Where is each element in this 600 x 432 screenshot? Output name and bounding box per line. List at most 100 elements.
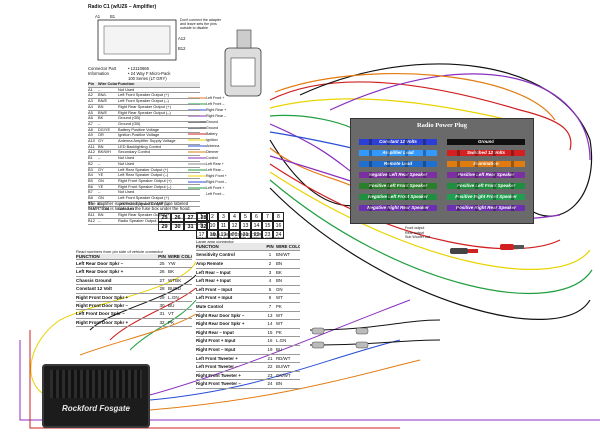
function-cell: LED Backlighting Control [118, 144, 162, 149]
wire-color-cell: LT GN [98, 207, 110, 212]
header-wire-color: WIRE COLOR [276, 244, 300, 249]
header-function: FUNCTION [76, 254, 100, 259]
plug-wire-strip: Positive Left Front Speaker [359, 183, 437, 189]
wire-dash [423, 172, 426, 178]
wire-dash [387, 161, 390, 167]
pin-cell: B1 [88, 156, 93, 161]
wire-color-cell: GN [98, 178, 104, 183]
pin-cell: 17 [196, 230, 207, 239]
plug-wire-strip: Positive Left Rear Speaker [447, 172, 525, 178]
wire-color-cell: -- [98, 190, 101, 195]
wire-color-cell: BN/L [98, 93, 107, 98]
adapter-label: Antenna [206, 144, 220, 148]
plug-wire-strip: Negative Right Rear Speaker [359, 205, 437, 211]
connector-info-value: • 24 Way F Micro-Pack [128, 71, 171, 76]
wire-dash [423, 205, 426, 211]
wire-dash [387, 194, 390, 200]
adapter-label: Right Front – [206, 180, 227, 184]
function-cell: Right Front Speaker Output (+) [118, 178, 172, 183]
function-cell: Antenna Amplifier Supply Voltage [118, 139, 176, 144]
wire-dash [493, 194, 496, 200]
function-cell: Right Rear Speaker Output (+) [118, 213, 171, 218]
radio-power-plug-title: Radio Power Plug [416, 122, 468, 129]
pin-cell: 25 [158, 213, 171, 222]
pin-cell: 13 [240, 221, 251, 230]
function-cell: Not Used [118, 207, 135, 212]
function-cell: Right Rear – Input [196, 329, 234, 335]
pin-cell: 5 [268, 286, 272, 292]
function-cell: Mute Control [196, 303, 224, 309]
wire-dash [511, 150, 514, 156]
wire-dash [387, 139, 390, 145]
wire-dash [423, 161, 426, 167]
pin-cell: 7 [268, 303, 272, 309]
pin-cell: 16 [273, 221, 284, 230]
function-cell: Right Front Tweeter – [196, 381, 241, 387]
pin-cell: 2 [207, 212, 218, 221]
wire-dash [457, 161, 460, 167]
plug-wire-label: Negative Left Rear Speaker [368, 172, 428, 177]
function-cell: Left Front – Input [196, 286, 233, 292]
plug-wire-label: Switched 12 Volts [466, 150, 506, 155]
function-cell: Ground (GB) [118, 116, 141, 121]
table-row: A7--Ground (GB) [88, 122, 200, 128]
pin-cell: A9 [88, 133, 93, 138]
adapter-label: Ground [206, 126, 218, 130]
wire-color-cell: YE [98, 173, 104, 178]
small-amp-pin-table: FUNCTION PIN WIRE COLOR Left Rear Door S… [76, 254, 192, 328]
wire-color-cell: WT [276, 312, 283, 318]
wire-color-cell: GY [98, 167, 104, 172]
table-row: B1--Not Used [88, 156, 200, 162]
pin-cell: A4 [88, 104, 93, 109]
function-cell: Left Front Speaker Output (+) [118, 196, 169, 201]
pin-cell: 9 [196, 221, 207, 230]
pin-cell: 15 [267, 329, 273, 335]
wire-dash [511, 139, 514, 145]
function-cell: Left Front + Input [196, 295, 233, 301]
pin-cell: 10 [207, 221, 218, 230]
pin-cell: 24 [273, 230, 284, 239]
function-cell: Left Front Door Spkr – [76, 311, 125, 317]
wire-color-cell: BN/WT [276, 252, 291, 258]
wire-dash [369, 194, 372, 200]
pin-cell: 15 [262, 221, 273, 230]
wire-color-cell: BN [276, 381, 283, 387]
wire-color-cell: WTBK [168, 277, 182, 283]
wire-dash [423, 183, 426, 189]
wire-color-cell: BU [168, 302, 175, 308]
pin-cell: B11 [88, 213, 95, 218]
connector-info-value: • 12110666 [128, 66, 149, 71]
wire-color-cell: OR [98, 133, 104, 138]
wire-dash [493, 172, 496, 178]
adapter-label-column: Left Front +Left Front –Right Rear +Righ… [206, 95, 270, 197]
wire-color-cell: GN [276, 286, 283, 292]
function-cell: Left Rear Speaker Output (+) [118, 167, 169, 172]
wire-dash [511, 172, 514, 178]
function-cell: Secondary Control [118, 150, 151, 155]
plug-wire-strip: Negative Left Front Speaker [359, 194, 437, 200]
plug-wire-strip: Positive Right Front Speaker [447, 194, 525, 200]
table-header: Pin Wire Color Function [88, 82, 200, 88]
wire-color-cell: BK [276, 269, 282, 275]
header-wire-color: Wire Color [98, 82, 118, 86]
pin-cell: B8 [88, 196, 93, 201]
pin-cell: B3 [88, 167, 93, 172]
pin-cell: 16 [267, 338, 273, 344]
function-cell: Amp Remote [196, 261, 224, 266]
pin-cell: B4 [88, 173, 93, 178]
